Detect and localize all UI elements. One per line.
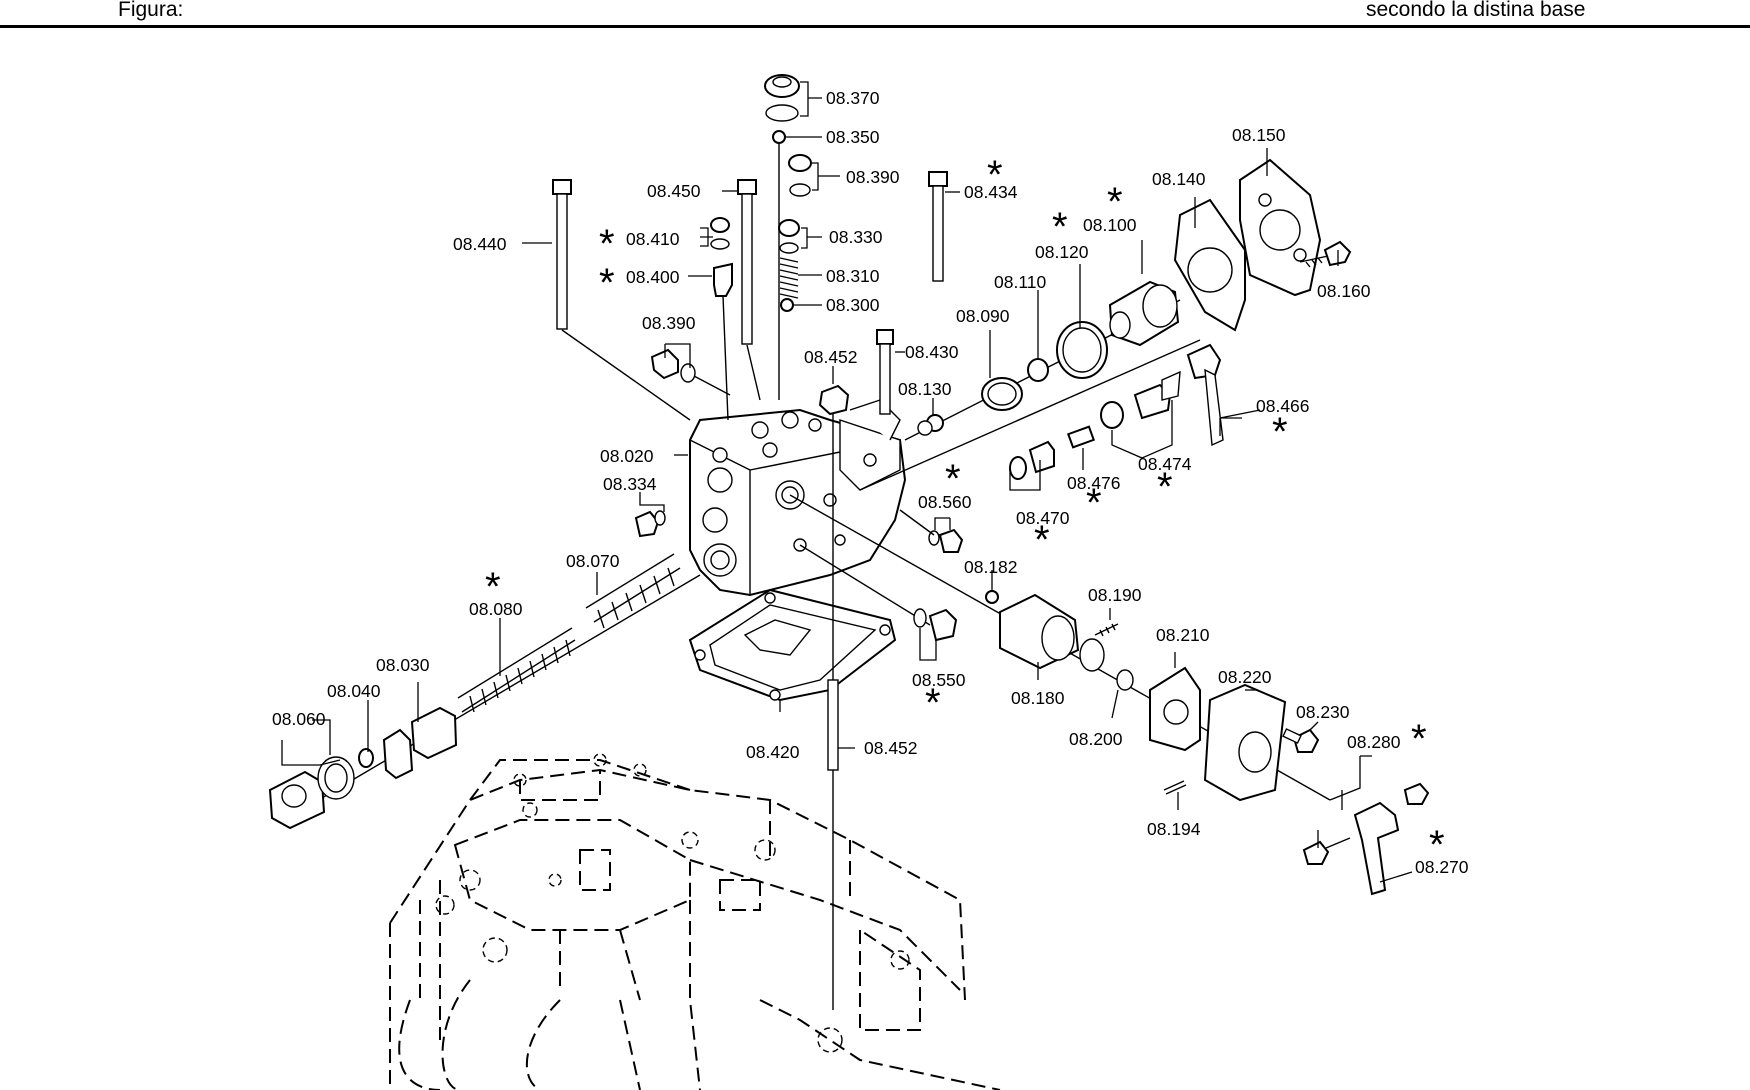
label-08194: 08.194: [1147, 819, 1201, 839]
asterisk-08080: *: [485, 565, 501, 609]
label-08140: 08.140: [1152, 169, 1206, 189]
label-08450: 08.450: [647, 181, 701, 201]
label-08330: 08.330: [829, 227, 883, 247]
label-08452-upper: 08.452: [804, 347, 858, 367]
label-08390-upper: 08.390: [846, 167, 900, 187]
asterisk-08100: *: [1107, 180, 1123, 224]
asterisk-08474: *: [1157, 465, 1173, 509]
label-08030: 08.030: [376, 655, 430, 675]
figure-label: Figura:: [118, 0, 184, 21]
label-08070: 08.070: [566, 551, 620, 571]
asterisk-08120: *: [1052, 205, 1068, 249]
base-note: secondo la distina base: [1366, 0, 1586, 21]
label-08430: 08.430: [905, 342, 959, 362]
label-08410: 08.410: [626, 229, 680, 249]
upper-right-assembly: [904, 158, 1352, 441]
valve-body: [689, 399, 907, 597]
header-rule: [0, 25, 1750, 28]
label-08210: 08.210: [1156, 625, 1210, 645]
leader-lines: [281, 81, 1413, 883]
label-08120: 08.120: [1035, 242, 1089, 262]
label-08350: 08.350: [826, 127, 880, 147]
label-08560: 08.560: [918, 492, 972, 512]
label-08090: 08.090: [956, 306, 1010, 326]
label-08190: 08.190: [1088, 585, 1142, 605]
label-08220: 08.220: [1218, 667, 1272, 687]
asterisk-08410: *: [599, 222, 615, 266]
label-08452-lower: 08.452: [864, 738, 918, 758]
label-08300: 08.300: [826, 295, 880, 315]
label-08182: 08.182: [964, 557, 1018, 577]
asterisk-08434: *: [987, 153, 1003, 197]
left-spring-assembly: [268, 553, 701, 830]
gearbox-housing-outline: [389, 753, 1001, 1090]
label-08280: 08.280: [1347, 732, 1401, 752]
label-08434: 08.434: [964, 182, 1018, 202]
label-08060: 08.060: [272, 709, 326, 729]
label-08020: 08.020: [600, 446, 654, 466]
asterisk-08560: *: [945, 457, 961, 501]
asterisk-08466: *: [1272, 410, 1288, 454]
label-08130: 08.130: [898, 379, 952, 399]
lower-right-assembly: [789, 494, 1430, 896]
asterisk-08400: *: [599, 261, 615, 305]
label-08310: 08.310: [826, 266, 880, 286]
label-08420: 08.420: [746, 742, 800, 762]
asterisk-08270: *: [1429, 823, 1445, 867]
label-08200: 08.200: [1069, 729, 1123, 749]
asterisk-markers: * * * * * * * * * * * * * * *: [485, 153, 1445, 867]
label-08150: 08.150: [1232, 125, 1286, 145]
label-08390-side: 08.390: [642, 313, 696, 333]
asterisk-08470: *: [1034, 518, 1050, 562]
part-labels: 08.370 08.350 08.390 08.434 08.450 08.41…: [272, 88, 1469, 877]
label-08470: 08.470: [1016, 508, 1070, 528]
label-08180: 08.180: [1011, 688, 1065, 708]
label-08334: 08.334: [603, 474, 657, 494]
label-08400: 08.400: [626, 267, 680, 287]
label-08110: 08.110: [994, 272, 1046, 292]
gasket-08420: [688, 588, 897, 702]
label-08160: 08.160: [1317, 281, 1371, 301]
label-08370: 08.370: [826, 88, 880, 108]
asterisk-08476: *: [1086, 481, 1102, 525]
bolts-and-fasteners: [552, 74, 964, 1010]
label-08440: 08.440: [453, 234, 507, 254]
asterisk-08550: *: [925, 681, 941, 725]
label-08476: 08.476: [1067, 473, 1121, 493]
label-08080: 08.080: [469, 599, 523, 619]
label-08040: 08.040: [327, 681, 381, 701]
label-08466: 08.466: [1256, 396, 1310, 416]
label-08230: 08.230: [1296, 702, 1350, 722]
label-08550: 08.550: [912, 670, 966, 690]
label-08474: 08.474: [1138, 454, 1192, 474]
asterisk-08280: *: [1411, 717, 1427, 761]
page-header: Figura: secondo la distina base: [0, 0, 1750, 30]
label-08100: 08.100: [1083, 215, 1137, 235]
label-08270: 08.270: [1415, 857, 1469, 877]
sensor-assembly: [859, 339, 1224, 491]
